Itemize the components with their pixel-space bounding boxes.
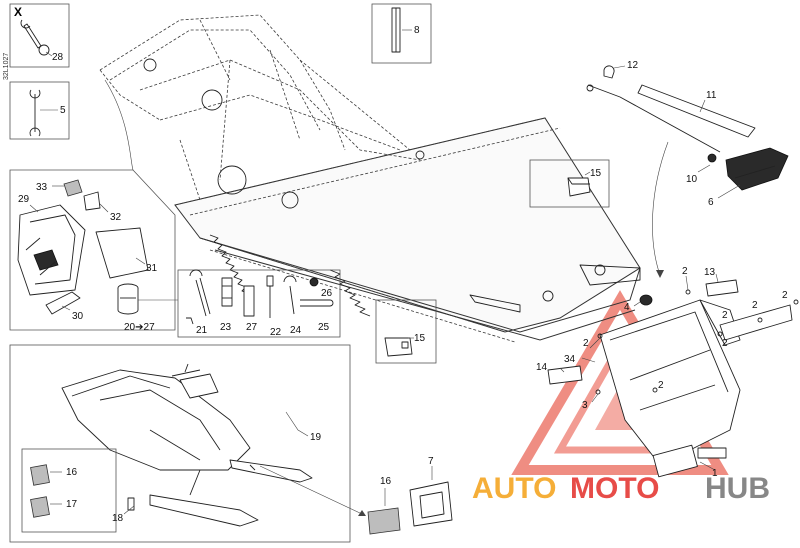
callout-23: 23 — [220, 322, 232, 333]
parts-16-7: 16 7 — [367, 456, 453, 535]
callout-12: 12 — [627, 60, 639, 71]
callout-28: 28 — [52, 52, 64, 63]
callout-7: 7 — [428, 456, 434, 467]
callout-20-27: 20➔27 — [124, 322, 155, 333]
reference-code: 32L1027 — [3, 53, 10, 80]
callout-5: 5 — [60, 105, 66, 116]
callout-16-standalone: 16 — [380, 476, 392, 487]
callout-15-upper: 15 — [590, 168, 602, 179]
callout-1: 1 — [712, 468, 718, 479]
callout-18: 18 — [112, 513, 124, 524]
tool-case-icon — [117, 283, 139, 315]
box-snowmobile: 19 18 — [9, 344, 366, 543]
chassis-frame — [99, 14, 641, 343]
callout-22: 22 — [270, 327, 282, 338]
callout-8: 8 — [414, 25, 420, 36]
callout-6: 6 — [708, 197, 714, 208]
callout-2-g: 2 — [658, 380, 664, 391]
callout-14: 14 — [536, 362, 548, 373]
box-parts-21-27: 21 23 27 22 24 26 25 — [177, 269, 341, 338]
wrench-icon — [20, 19, 50, 56]
callout-26: 26 — [321, 288, 333, 299]
callout-2-a: 2 — [682, 266, 688, 277]
callout-32: 32 — [110, 212, 122, 223]
small-wrench-icon — [29, 89, 41, 137]
callout-15-lower: 15 — [414, 333, 426, 344]
box-part-5: 5 — [9, 81, 70, 140]
callout-10: 10 — [686, 174, 698, 185]
callout-17: 17 — [66, 499, 78, 510]
snow-flap-assembly: 2 2 2 2 2 2 2 13 4 34 14 3 1 — [536, 266, 799, 479]
callout-21: 21 — [196, 325, 208, 336]
callout-2-b: 2 — [583, 338, 589, 349]
callout-11: 11 — [706, 90, 717, 101]
box-part-15-upper: 15 — [529, 159, 610, 208]
callout-24: 24 — [290, 325, 302, 336]
callout-2-f: 2 — [722, 338, 728, 349]
callout-33: 33 — [36, 182, 48, 193]
box-decals-16-17: 16 17 — [21, 448, 117, 533]
callout-4: 4 — [624, 302, 630, 313]
watermark-auto: AUTO — [472, 472, 556, 505]
callout-25: 25 — [318, 322, 330, 333]
box-part-28: X 28 — [9, 3, 70, 68]
callout-2-c: 2 — [722, 310, 728, 321]
callout-16-box: 16 — [66, 467, 78, 478]
x-marker: X — [14, 5, 22, 19]
callout-3: 3 — [582, 400, 588, 411]
callout-30: 30 — [72, 311, 84, 322]
callout-31: 31 — [146, 263, 158, 274]
callout-27: 27 — [246, 322, 258, 333]
watermark-hub: HUB — [705, 472, 770, 505]
watermark-text: AUTO MOTO HUB — [472, 472, 770, 505]
box-parts-29-33: 33 29 32 31 30 20➔27 — [9, 169, 176, 333]
callout-2-e: 2 — [782, 290, 788, 301]
callout-19: 19 — [310, 432, 322, 443]
callout-29: 29 — [18, 194, 30, 205]
box-part-15-lower: 15 — [375, 299, 437, 364]
box-part-8: 8 — [371, 3, 432, 64]
watermark-moto: MOTO — [570, 472, 659, 505]
callout-2-d: 2 — [752, 300, 758, 311]
callout-34: 34 — [564, 354, 576, 365]
pin-icon — [391, 7, 401, 53]
callout-13: 13 — [704, 267, 716, 278]
cable-assembly: 12 11 10 6 — [586, 60, 789, 208]
